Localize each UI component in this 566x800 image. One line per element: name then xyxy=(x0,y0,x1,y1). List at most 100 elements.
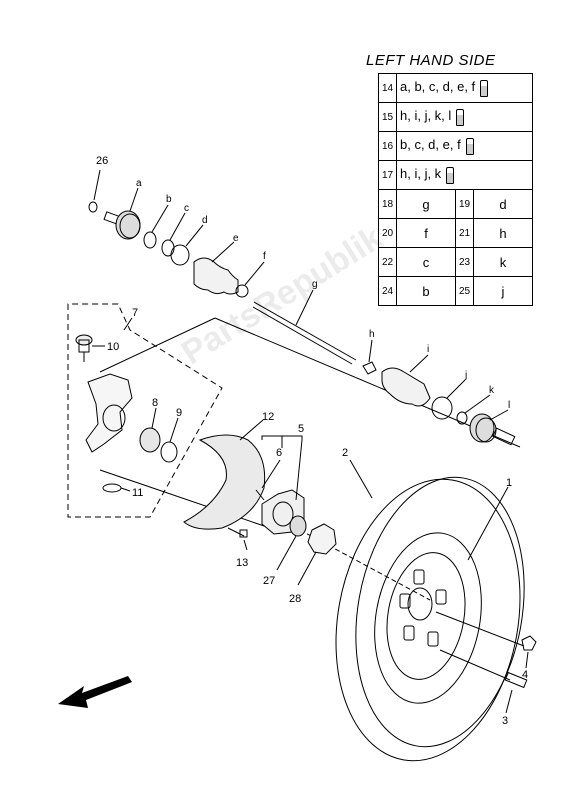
legend-kit-contents: a, b, c, d, e, f xyxy=(396,73,533,103)
washer xyxy=(289,515,307,537)
leader-line xyxy=(467,486,509,561)
callout-8: 8 xyxy=(152,397,158,409)
legend-kit-row: 15 h, i, j, k, l xyxy=(378,102,533,132)
arrow-left-icon xyxy=(58,676,132,708)
legend-kit-text: h, i, j, k xyxy=(400,166,442,182)
legend-ref-number: 18 xyxy=(378,189,397,219)
callout-11: 11 xyxy=(132,487,143,499)
callout-3: 3 xyxy=(502,715,508,727)
callout-l: l xyxy=(508,400,510,411)
wheel-bearing xyxy=(139,427,161,453)
leader-line xyxy=(99,469,271,529)
callout-k: k xyxy=(489,385,495,396)
bolt-icon xyxy=(446,166,455,184)
leader-line xyxy=(409,354,429,373)
leader-line xyxy=(276,535,297,571)
callout-26: 26 xyxy=(96,155,108,167)
legend-ref-number: 17 xyxy=(378,160,397,190)
leader-line xyxy=(295,289,314,326)
bolt-icon xyxy=(480,79,489,97)
cv-joint-inner xyxy=(469,413,516,446)
leader-line xyxy=(489,409,509,421)
leader-line xyxy=(151,204,169,233)
brake-disc xyxy=(183,434,266,530)
ring xyxy=(143,231,157,249)
legend-kit-contents: b, c, d, e, f xyxy=(396,131,533,161)
legend-ref-number: 21 xyxy=(455,218,474,248)
knuckle-group-outline xyxy=(67,303,223,518)
callout-12: 12 xyxy=(262,411,274,423)
legend-pair-row: 18 g 19 d xyxy=(378,189,533,219)
leader-line xyxy=(129,187,139,212)
legend-part-letter: d xyxy=(473,189,533,219)
callout-d: d xyxy=(202,215,208,226)
leader-line xyxy=(525,651,529,669)
legend-ref-number: 15 xyxy=(378,102,397,132)
legend-pair-row: 22 c 23 k xyxy=(378,247,533,277)
legend-kit-contents: h, i, j, k, l xyxy=(396,102,533,132)
legend-ref-number: 22 xyxy=(378,247,397,277)
leader-line xyxy=(211,241,235,263)
callout-1: 1 xyxy=(506,477,512,489)
steering-knuckle xyxy=(85,373,133,453)
bolt-icon xyxy=(465,137,474,155)
callout-4: 4 xyxy=(522,669,528,681)
circlip xyxy=(160,441,178,463)
legend-pair-row: 20 f 21 h xyxy=(378,218,533,248)
legend-part-letter: h xyxy=(473,218,533,248)
small-band xyxy=(235,284,249,298)
cv-joint-outer xyxy=(103,210,141,240)
leader-line xyxy=(239,419,264,441)
legend-kit-row: 17 h, i, j, k xyxy=(378,160,533,190)
tire-valve xyxy=(439,649,528,689)
leader-line xyxy=(446,379,466,399)
legend-title: LEFT HAND SIDE xyxy=(366,52,496,69)
legend-ref-number: 16 xyxy=(378,131,397,161)
callout-2: 2 xyxy=(342,447,348,459)
bolt-icon xyxy=(456,108,465,126)
leader-line xyxy=(244,261,265,286)
cv-boot xyxy=(193,257,239,295)
leader-line xyxy=(151,407,157,429)
legend-kit-row: 14 a, b, c, d, e, f xyxy=(378,73,533,103)
legend-ref-number: 24 xyxy=(378,276,397,306)
legend-ref-number: 20 xyxy=(378,218,397,248)
tire xyxy=(335,476,525,762)
callout-a: a xyxy=(136,178,142,189)
legend-kit-text: h, i, j, k, l xyxy=(400,108,452,124)
callout-10: 10 xyxy=(107,341,119,353)
leader-line xyxy=(464,394,491,414)
legend-part-letter: j xyxy=(473,276,533,306)
ball-joint xyxy=(75,334,93,362)
wheel-nut xyxy=(521,635,537,651)
circlip xyxy=(88,201,98,213)
leader-line xyxy=(243,539,248,551)
leader-line xyxy=(123,317,133,331)
callout-g: g xyxy=(312,279,318,290)
leader-line xyxy=(169,212,186,241)
legend-kit-text: b, c, d, e, f xyxy=(400,137,461,153)
callout-i: i xyxy=(427,344,429,355)
leader-line xyxy=(368,339,373,363)
callout-h: h xyxy=(369,329,375,340)
callout-28: 28 xyxy=(289,593,301,605)
legend-table: 14 a, b, c, d, e, f 15 h, i, j, k, l 16 … xyxy=(378,73,533,306)
leader-line xyxy=(120,487,131,492)
callout-6: 6 xyxy=(276,447,282,459)
legend-part-letter: f xyxy=(396,218,456,248)
circlip xyxy=(362,361,377,375)
ring xyxy=(456,411,468,425)
callout-c: c xyxy=(184,203,189,214)
knuckle-bore xyxy=(102,404,126,432)
legend-part-letter: c xyxy=(396,247,456,277)
leader-line xyxy=(99,317,216,373)
legend-ref-number: 25 xyxy=(455,276,474,306)
leader-line xyxy=(505,689,513,714)
legend-kit-contents: h, i, j, k xyxy=(396,160,533,190)
leader-line xyxy=(214,317,521,448)
disc-bolt xyxy=(227,527,248,538)
legend-part-letter: b xyxy=(396,276,456,306)
washer xyxy=(102,483,122,493)
cv-boot xyxy=(381,367,431,407)
